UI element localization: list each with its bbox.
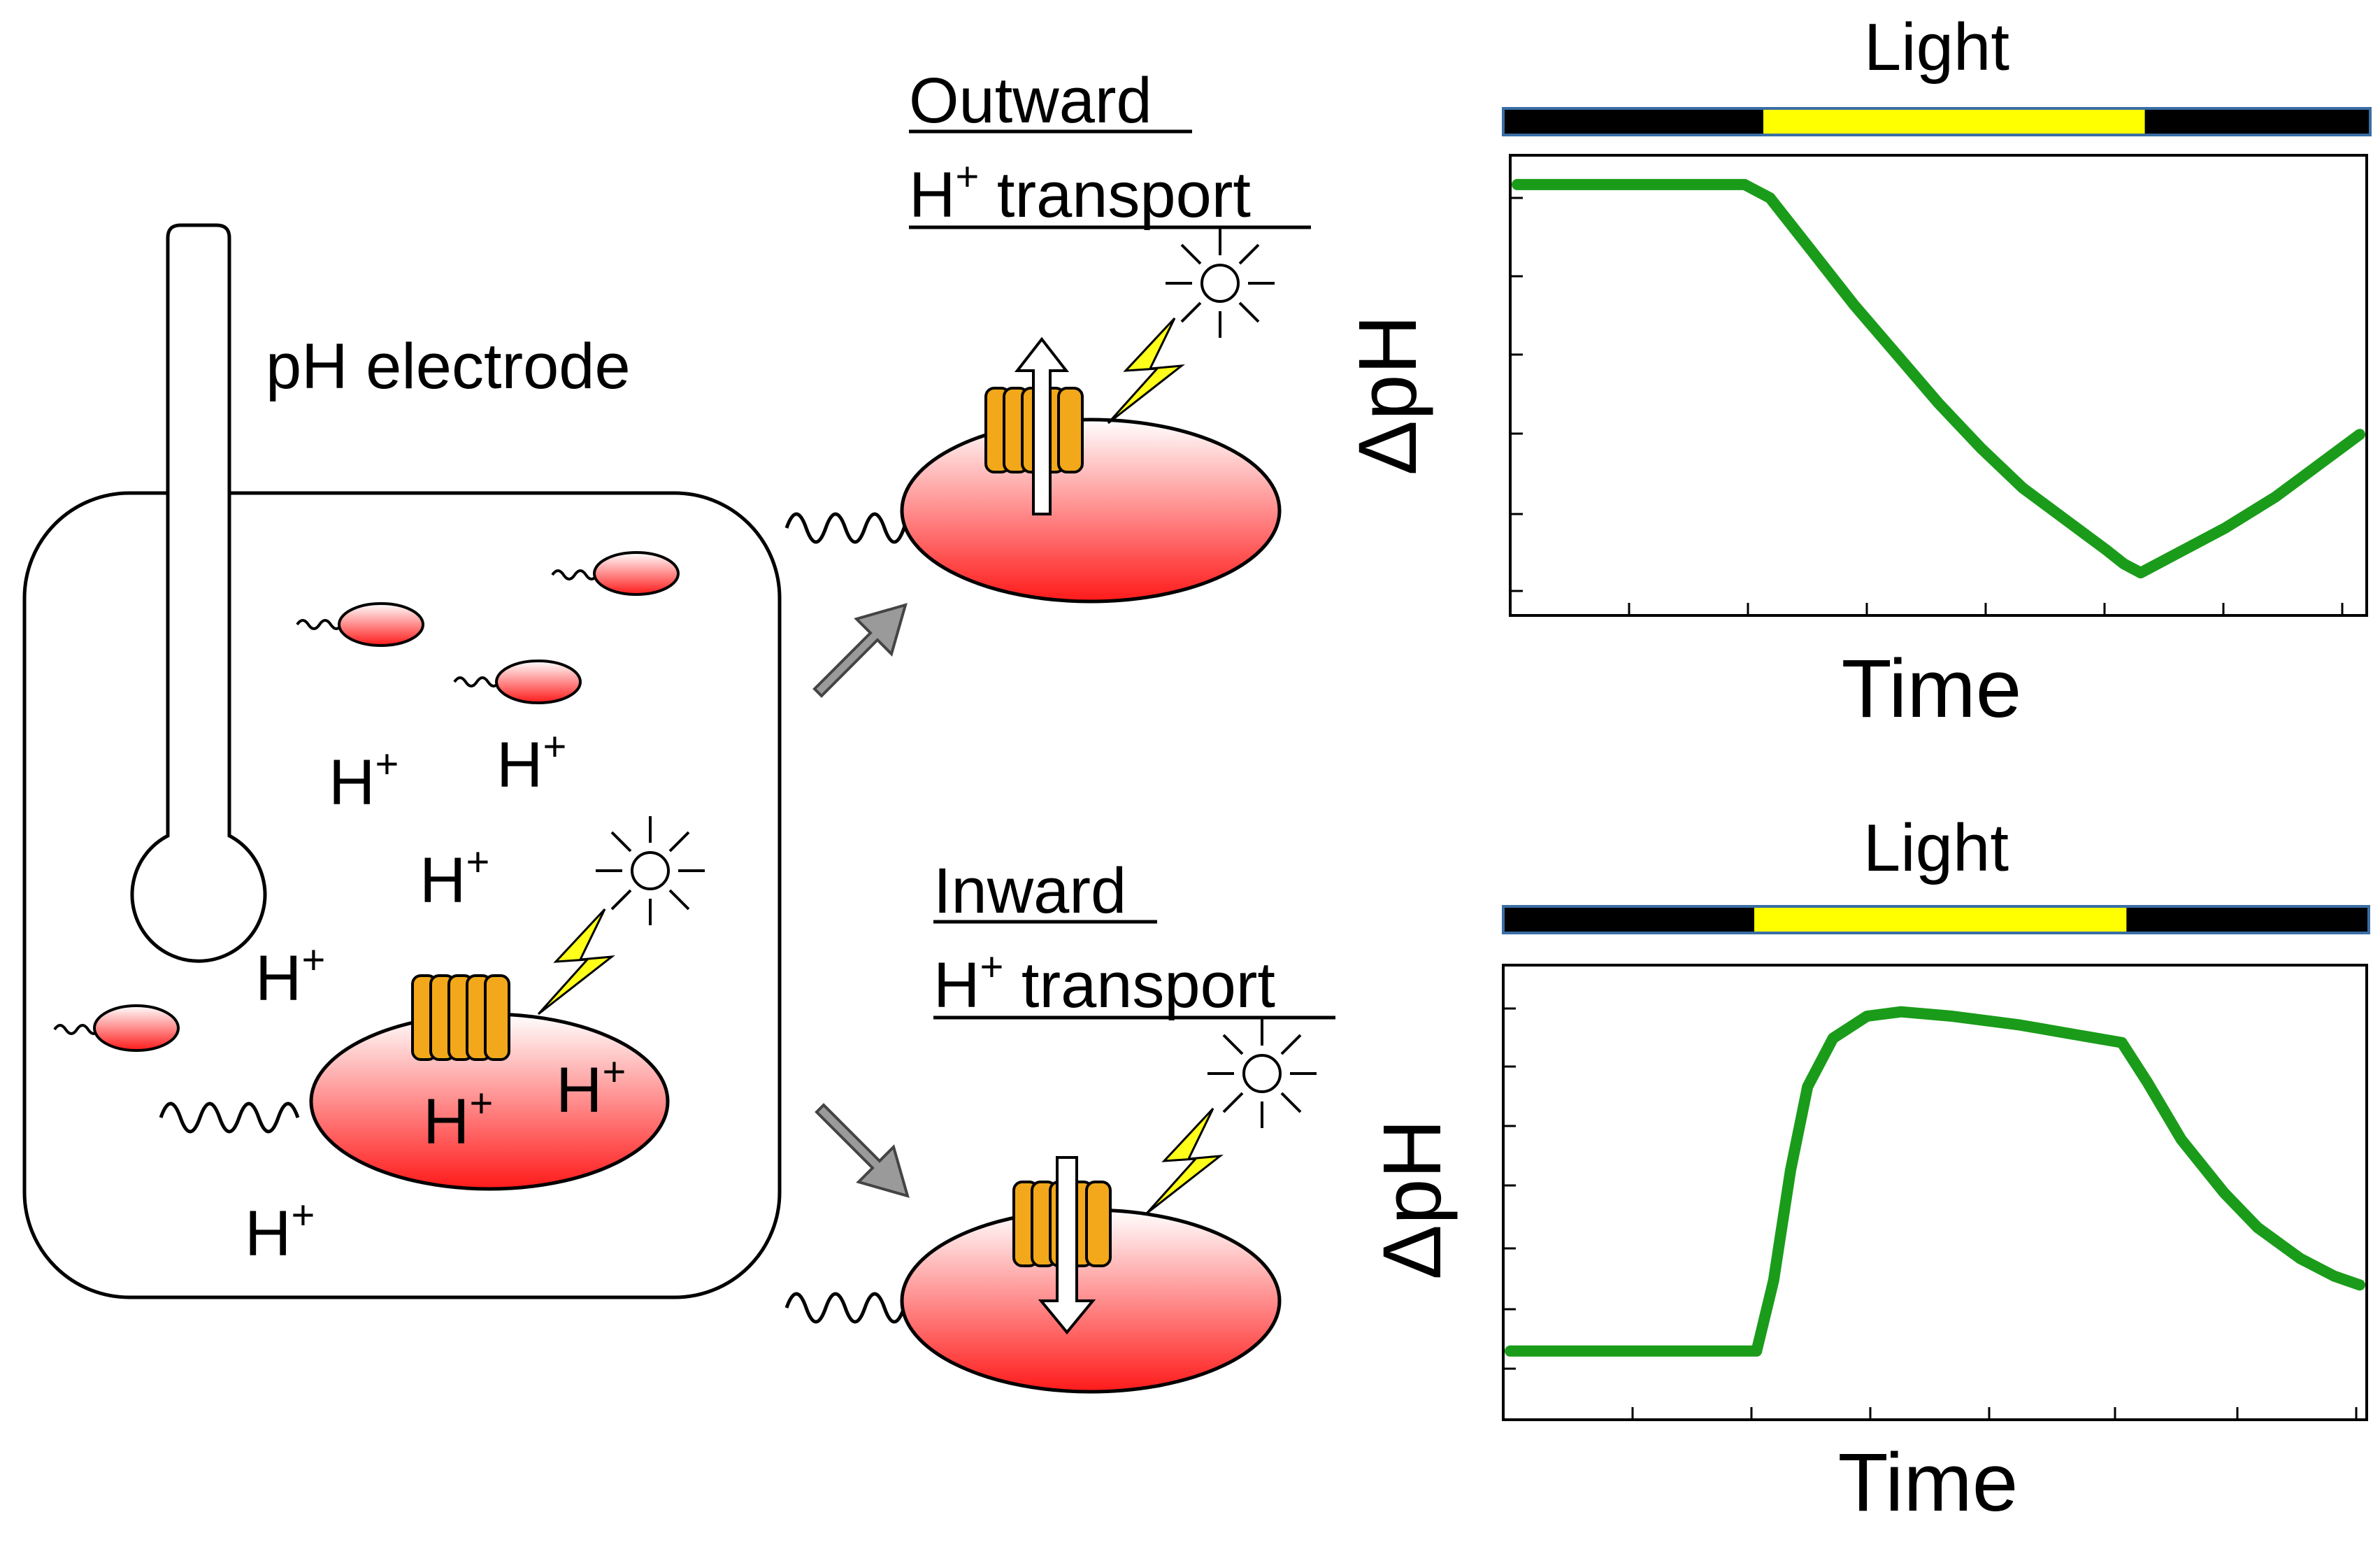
proton-label: H+ [420,839,489,916]
small-cell [551,551,680,596]
x-axis-label: Time [1838,1437,2019,1529]
sun-icon [1206,1018,1318,1129]
beaker [22,491,782,1299]
y-axis-label: ΔpH [1366,1119,1458,1280]
cell-outward [784,336,1282,604]
cell-inward [784,1156,1282,1394]
small-cell [453,660,582,704]
ph-trace-line [1505,1006,2365,1357]
arrow-down-right [815,1103,910,1198]
lightning-bolt-icon [1145,1107,1221,1215]
proton-label: H+ [255,937,325,1014]
small-cell [53,1004,180,1052]
ph-trace-line [1512,178,2365,578]
inward-line2: H+ transport [933,944,1275,1021]
small-cell [296,602,424,647]
arrow-up-right [812,603,908,698]
light-on-bar [1763,108,2145,135]
flagellum-icon [159,1102,300,1134]
proton-label: H+ [329,741,399,818]
plot-frame [1509,154,2368,617]
proton-channel-icon [411,974,510,1061]
electrode-label: pH electrode [266,331,631,402]
light-on-bar [1754,906,2127,933]
proton-label: H+ [423,1081,493,1157]
light-label: Light [1864,10,2009,85]
inward-line1: Inward [933,855,1126,927]
cell-large [159,974,670,1191]
x-axis-label: Time [1842,643,2022,735]
lightning-bolt-icon [537,908,613,1015]
light-label: Light [1863,811,2009,885]
sun-icon [1164,227,1276,339]
proton-label: H+ [496,724,566,801]
proton-label: H+ [245,1192,315,1269]
outward-title: Outward H+ transport [909,65,1311,231]
sun-icon [594,815,706,927]
light-bar-frame [1502,905,2370,934]
y-axis-label: ΔpH [1342,315,1434,476]
arrow-up-icon [1014,336,1070,515]
outward-line1: Outward [909,65,1152,136]
arrow-down-icon [1038,1156,1096,1335]
proton-label: H+ [556,1049,626,1126]
inward-title: Inward H+ transport [933,855,1335,1021]
proton-labels: H+H+H+H+H+H+H+ [245,724,626,1269]
lightning-bolt-icon [1107,317,1183,425]
ph-electrode [130,223,267,963]
outward-line2: H+ transport [909,154,1251,231]
light-bar-frame [1502,107,2372,136]
